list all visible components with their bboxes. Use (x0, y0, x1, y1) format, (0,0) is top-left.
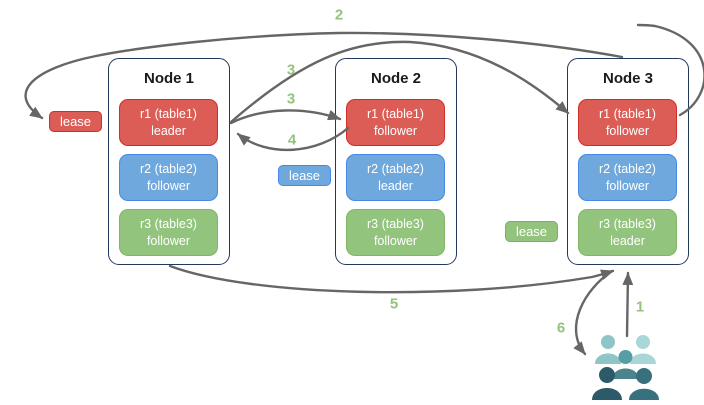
step-label-3a: 3 (286, 61, 296, 79)
replica-name: r3 (table3) (140, 217, 197, 231)
node-3-title: Node 3 (602, 70, 653, 87)
arrow-step5-node1-to-node3 (168, 264, 615, 294)
replica-name: r2 (table2) (599, 162, 656, 176)
step-label-1: 1 (635, 298, 645, 316)
replica-role: follower (605, 178, 650, 193)
replica-name: r3 (table3) (599, 217, 656, 231)
replica-name: r2 (table2) (367, 162, 424, 176)
replica-role: leader (151, 123, 186, 138)
node-3: Node 3 r1 (table1) follower r2 (table2) … (567, 58, 689, 265)
node-3-replica-r3: r3 (table3) leader (578, 209, 677, 256)
node-3-replica-r2: r2 (table2) follower (578, 154, 677, 201)
arrow-step3-node1-to-node2-r1 (229, 109, 342, 125)
user-bottom-left (592, 367, 622, 400)
node-2-replica-r1: r1 (table1) follower (346, 99, 445, 146)
users-group-icon (592, 335, 659, 400)
replica-name: r2 (table2) (140, 162, 197, 176)
step-label-6: 6 (556, 319, 566, 337)
node-2-replica-r3: r3 (table3) follower (346, 209, 445, 256)
node-2: Node 2 r1 (table1) follower r2 (table2) … (335, 58, 457, 265)
step-label-5: 5 (389, 295, 399, 313)
user-middle (612, 350, 639, 379)
lease-badge-r3: lease (505, 221, 558, 242)
node-1-replica-r2: r2 (table2) follower (119, 154, 218, 201)
replica-name: r1 (table1) (367, 107, 424, 121)
node-1-title: Node 1 (143, 70, 194, 87)
node-1-replica-r3: r3 (table3) follower (119, 209, 218, 256)
replica-role: leader (610, 233, 645, 248)
arrow-step1-users-to-node3 (622, 271, 634, 338)
user-bottom-right (629, 368, 659, 400)
step-label-3b: 3 (286, 90, 296, 108)
step-label-2: 2 (334, 6, 344, 24)
node-1: Node 1 r1 (table1) leader r2 (table2) fo… (108, 58, 230, 265)
node-2-replica-r2: r2 (table2) leader (346, 154, 445, 201)
lease-badge-r2: lease (278, 165, 331, 186)
user-top-right (630, 335, 656, 364)
replica-role: follower (373, 233, 418, 248)
replica-role: follower (146, 178, 191, 193)
replica-role: leader (378, 178, 413, 193)
replica-role: follower (373, 123, 418, 138)
replica-name: r1 (table1) (140, 107, 197, 121)
node-2-title: Node 2 (370, 70, 421, 87)
replica-name: r3 (table3) (367, 217, 424, 231)
node-3-replica-r1: r1 (table1) follower (578, 99, 677, 146)
replica-role: follower (146, 233, 191, 248)
node-1-replica-r1: r1 (table1) leader (119, 99, 218, 146)
replica-role: follower (605, 123, 650, 138)
arrow-step6-node3-to-users (573, 269, 614, 356)
step-label-4: 4 (287, 131, 297, 149)
lease-badge-r1: lease (49, 111, 102, 132)
user-top-left (595, 335, 621, 364)
replica-name: r1 (table1) (599, 107, 656, 121)
